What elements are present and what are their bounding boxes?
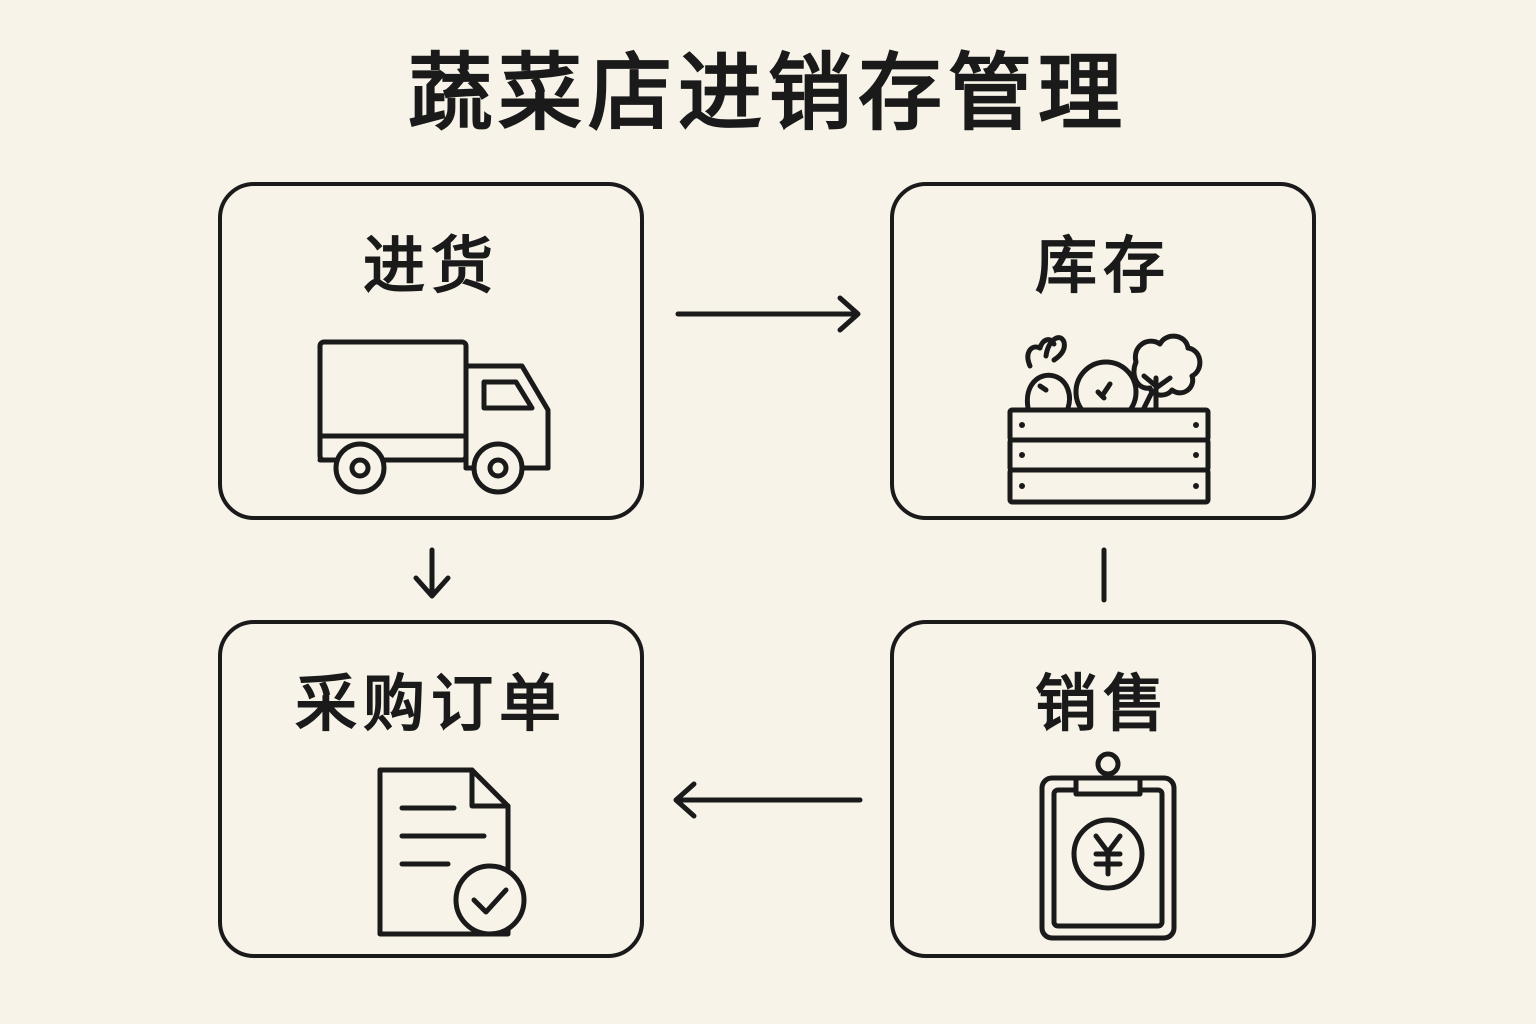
document-check-icon — [377, 767, 527, 937]
node-purchase-order[interactable]: 采购订单 — [218, 620, 644, 958]
node-purchase-in[interactable]: 进货 — [218, 182, 644, 520]
node-label-purchase-order: 采购订单 — [294, 667, 567, 740]
yuan-clipboard-icon — [1039, 751, 1177, 941]
edge-purchase-in-to-inventory — [675, 295, 861, 333]
node-label-sales: 销售 — [1034, 667, 1171, 740]
node-label-inventory: 库存 — [1034, 229, 1171, 302]
edge-purchase-in-to-purchase-order — [413, 547, 451, 599]
edge-sales-to-purchase-order — [673, 781, 863, 819]
truck-icon — [317, 339, 551, 495]
page-title: 蔬菜店进销存管理 — [407, 44, 1128, 142]
node-inventory[interactable]: 库存 — [890, 182, 1316, 520]
node-label-purchase-in: 进货 — [362, 229, 499, 302]
node-sales[interactable]: 销售 — [890, 620, 1316, 958]
vegetable-crate-icon — [1007, 333, 1211, 505]
